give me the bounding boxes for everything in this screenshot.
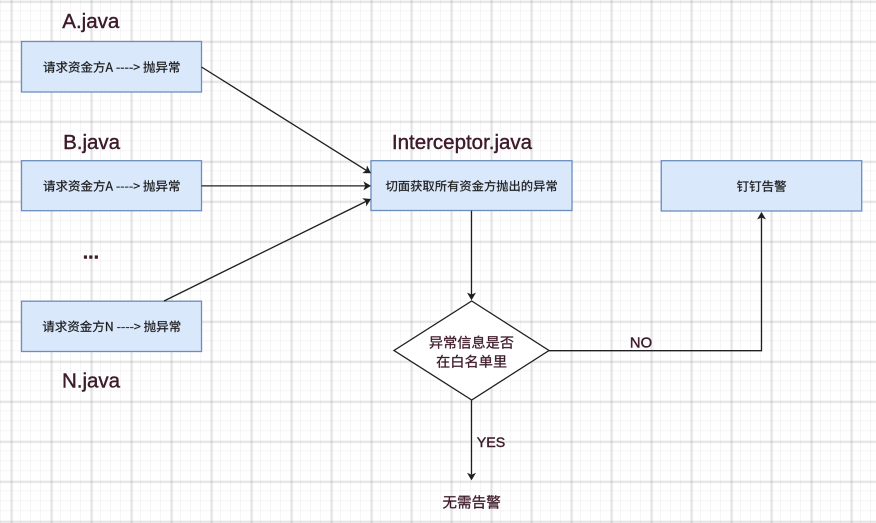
svg-text:N.java: N.java: [62, 370, 121, 393]
svg-text:YES: YES: [477, 435, 505, 451]
svg-text:Interceptor.java: Interceptor.java: [392, 131, 533, 154]
svg-text:A.java: A.java: [62, 10, 120, 33]
svg-text:...: ...: [83, 242, 99, 264]
svg-text:B.java: B.java: [63, 131, 121, 154]
svg-text:NO: NO: [630, 336, 652, 352]
